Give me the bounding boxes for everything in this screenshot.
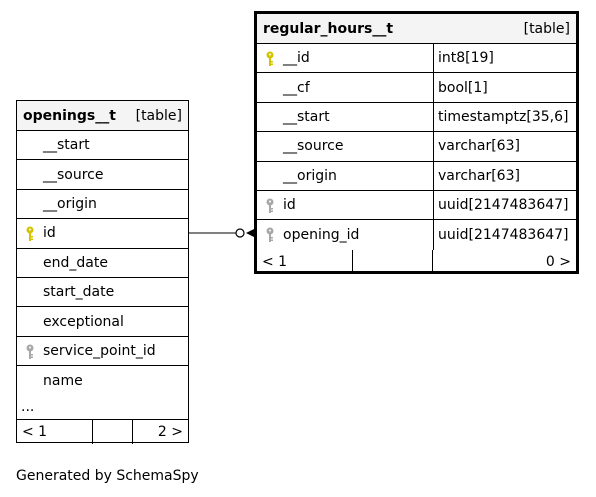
foreign-key-icon xyxy=(266,227,274,243)
column-row[interactable]: __cf bool[1] xyxy=(257,73,576,103)
openings-table[interactable]: openings__t [table] __start __source __ori… xyxy=(16,100,189,444)
column-name: __cf xyxy=(283,79,310,96)
many-crowfoot xyxy=(246,228,256,238)
foreign-key-icon xyxy=(266,198,274,213)
column-type: timestamptz[35,6] xyxy=(433,102,576,132)
column-name-cell: __id xyxy=(257,44,433,72)
column-name-cell: __start xyxy=(257,103,433,131)
column-row[interactable]: opening_id uuid[2147483647] xyxy=(257,220,576,250)
table-header: openings__t [table] xyxy=(17,101,188,131)
column-name-cell: end_date xyxy=(17,249,108,277)
parents-count[interactable]: < 1 xyxy=(257,249,353,274)
column-name: __id xyxy=(283,50,310,67)
column-type: uuid[2147483647] xyxy=(433,190,576,220)
column-name: __start xyxy=(283,108,330,125)
column-name: exceptional xyxy=(43,313,124,330)
column-name-cell: __origin xyxy=(17,190,97,218)
column-name: __origin xyxy=(43,195,97,212)
column-type: varchar[63] xyxy=(433,161,576,190)
table-footer: < 1 0 > xyxy=(257,249,576,274)
column-row[interactable]: __start xyxy=(17,131,188,161)
footer-spacer xyxy=(93,419,133,444)
column-name-cell: opening_id xyxy=(257,220,433,249)
column-name-cell: id xyxy=(17,219,56,247)
column-name-cell: id xyxy=(257,191,433,219)
column-name-cell: exceptional xyxy=(17,307,124,335)
column-name: end_date xyxy=(43,254,108,271)
column-row[interactable]: __id int8[19] xyxy=(257,44,576,74)
column-row[interactable]: id xyxy=(17,219,188,249)
column-name-cell: name xyxy=(17,366,83,395)
column-name-cell: __origin xyxy=(257,162,433,190)
table-kind: [table] xyxy=(135,107,182,124)
column-name: __origin xyxy=(283,167,337,184)
column-name: __start xyxy=(43,137,90,154)
table-header: regular_hours__t [table] xyxy=(257,14,576,44)
column-name: opening_id xyxy=(283,227,360,244)
column-type: bool[1] xyxy=(433,73,576,102)
column-type: uuid[2147483647] xyxy=(433,220,576,250)
primary-key-icon xyxy=(266,51,274,66)
column-row[interactable]: __origin varchar[63] xyxy=(257,161,576,191)
column-name: __source xyxy=(283,138,344,155)
zero-cardinality-circle xyxy=(235,228,245,238)
column-name-cell: start_date xyxy=(17,278,114,306)
table-kind: [table] xyxy=(523,20,570,37)
column-row[interactable]: end_date xyxy=(17,249,188,278)
generated-by-label: Generated by SchemaSpy xyxy=(16,468,199,484)
table-name: openings__t xyxy=(23,107,116,124)
column-row[interactable]: id uuid[2147483647] xyxy=(257,190,576,221)
column-row[interactable]: name xyxy=(17,366,188,395)
more-columns-row: ... xyxy=(17,396,188,420)
foreign-key-icon xyxy=(26,344,34,359)
primary-key-icon xyxy=(26,226,34,242)
column-name: start_date xyxy=(43,284,115,301)
column-row[interactable]: __source xyxy=(17,160,188,190)
column-name-cell: __source xyxy=(257,132,433,160)
column-row[interactable]: exceptional xyxy=(17,307,188,337)
column-name: service_point_id xyxy=(43,342,156,359)
footer-spacer xyxy=(353,249,433,274)
column-row[interactable]: __start timestamptz[35,6] xyxy=(257,102,576,133)
more-indicator: ... xyxy=(21,399,35,416)
column-name-cell: __source xyxy=(17,160,104,188)
column-row[interactable]: __origin xyxy=(17,190,188,220)
column-type: int8[19] xyxy=(433,44,576,73)
column-name-cell: service_point_id xyxy=(17,337,156,365)
column-name: id xyxy=(43,225,56,242)
children-count[interactable]: 2 > xyxy=(157,423,183,440)
column-name: name xyxy=(43,372,83,389)
parents-count[interactable]: < 1 xyxy=(17,419,93,444)
column-name: __source xyxy=(43,166,104,183)
table-name: regular_hours__t xyxy=(263,20,394,37)
children-count[interactable]: 0 > xyxy=(545,253,571,270)
column-name-cell: __cf xyxy=(257,73,433,101)
column-name-cell: __start xyxy=(17,131,90,159)
column-name: id xyxy=(283,197,296,214)
column-row[interactable]: __source varchar[63] xyxy=(257,132,576,162)
column-row[interactable]: start_date xyxy=(17,278,188,308)
column-type: varchar[63] xyxy=(433,132,576,161)
column-row[interactable]: service_point_id xyxy=(17,337,188,367)
table-footer: < 1 2 > xyxy=(17,419,188,444)
